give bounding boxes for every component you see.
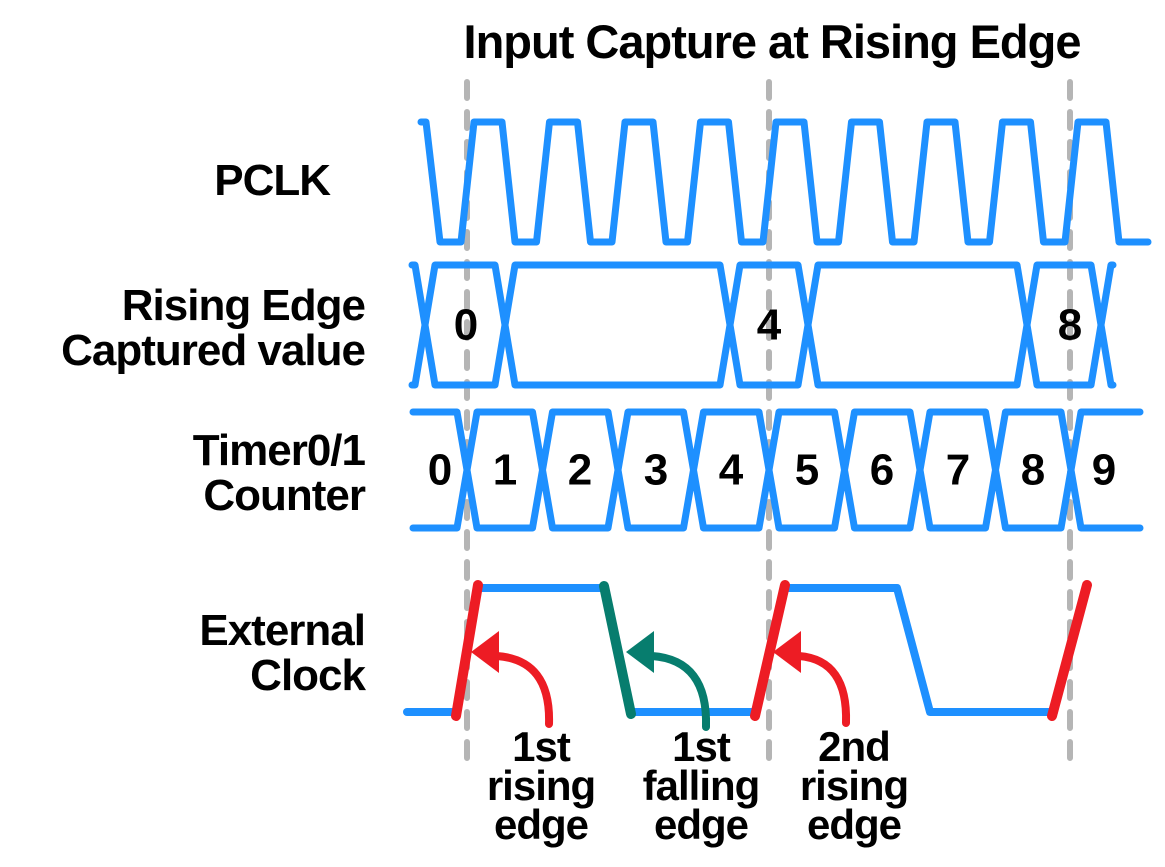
arrow-head-0 xyxy=(471,631,499,673)
arrow-head-1 xyxy=(626,631,654,673)
annotation-2nd-rising-edge: 2nd rising edge xyxy=(799,723,909,848)
rising-edge-highlight-2 xyxy=(1047,580,1092,721)
row-label-line: Captured value xyxy=(61,326,366,375)
captured-bus-value-4: 4 xyxy=(757,301,782,350)
diagram-title: Input Capture at Rising Edge xyxy=(463,15,1082,68)
external-clock-segment-3 xyxy=(780,584,1058,716)
annotation-line: falling xyxy=(642,762,761,809)
counter-bus-value-4: 4 xyxy=(719,446,744,495)
counter-bus-trace xyxy=(409,408,1144,532)
counter-bus-value-7: 7 xyxy=(946,446,970,495)
falling-edge-highlight-0 xyxy=(599,581,636,719)
counter-bus-value-2: 2 xyxy=(568,446,592,495)
external-clock-waveform xyxy=(403,580,1092,721)
annotation-line: rising xyxy=(799,762,909,809)
arrow-curve-1 xyxy=(648,652,711,731)
counter-bus-value-3: 3 xyxy=(644,446,668,495)
rising-edge-highlight-1 xyxy=(750,580,790,721)
row-label-pclk: PCLK xyxy=(214,156,331,205)
captured-bus-value-0: 0 xyxy=(454,301,478,350)
annotation-line: edge xyxy=(806,801,902,848)
annotation-line: 2nd xyxy=(818,723,891,770)
counter-bus-value-5: 5 xyxy=(795,446,819,495)
rising-edge-highlight-0 xyxy=(451,580,483,721)
row-label-timer-counter: Timer0/1 Counter xyxy=(192,426,366,520)
annotation-1st-rising-edge: 1st rising edge xyxy=(486,723,596,848)
row-label-line: Clock xyxy=(250,651,366,700)
pclk-waveform xyxy=(417,118,1152,246)
arrow-head-2 xyxy=(773,631,801,673)
counter-bus-value-0: 0 xyxy=(428,446,452,495)
captured-value-bus-waveform xyxy=(408,261,1117,389)
counter-bus-value-9: 9 xyxy=(1092,446,1116,495)
annotation-line: rising xyxy=(486,762,596,809)
edge-pointer-arrows xyxy=(471,631,851,731)
row-label-line: External xyxy=(199,606,366,655)
captured-bus-trace xyxy=(408,261,1117,389)
row-label-line: Timer0/1 xyxy=(192,426,366,475)
annotation-line: edge xyxy=(493,801,589,848)
row-label-external-clock: External Clock xyxy=(199,606,366,700)
captured-bus-value-8: 8 xyxy=(1058,301,1082,350)
row-label-line: Rising Edge xyxy=(121,281,366,330)
annotation-line: 1st xyxy=(672,723,731,770)
row-label-line: Counter xyxy=(203,471,366,520)
counter-bus-value-6: 6 xyxy=(870,446,894,495)
counter-bus-waveform xyxy=(409,408,1144,532)
counter-bus-value-1: 1 xyxy=(493,446,517,495)
arrow-curve-0 xyxy=(493,652,554,728)
pclk-trace xyxy=(417,118,1152,246)
counter-bus-value-8: 8 xyxy=(1021,446,1045,495)
annotation-1st-falling-edge: 1st falling edge xyxy=(642,723,761,848)
annotation-line: edge xyxy=(653,801,749,848)
row-label-line: PCLK xyxy=(214,156,331,205)
annotation-line: 1st xyxy=(512,723,571,770)
row-label-captured-value: Rising Edge Captured value xyxy=(61,281,366,375)
arrow-curve-2 xyxy=(795,652,851,727)
